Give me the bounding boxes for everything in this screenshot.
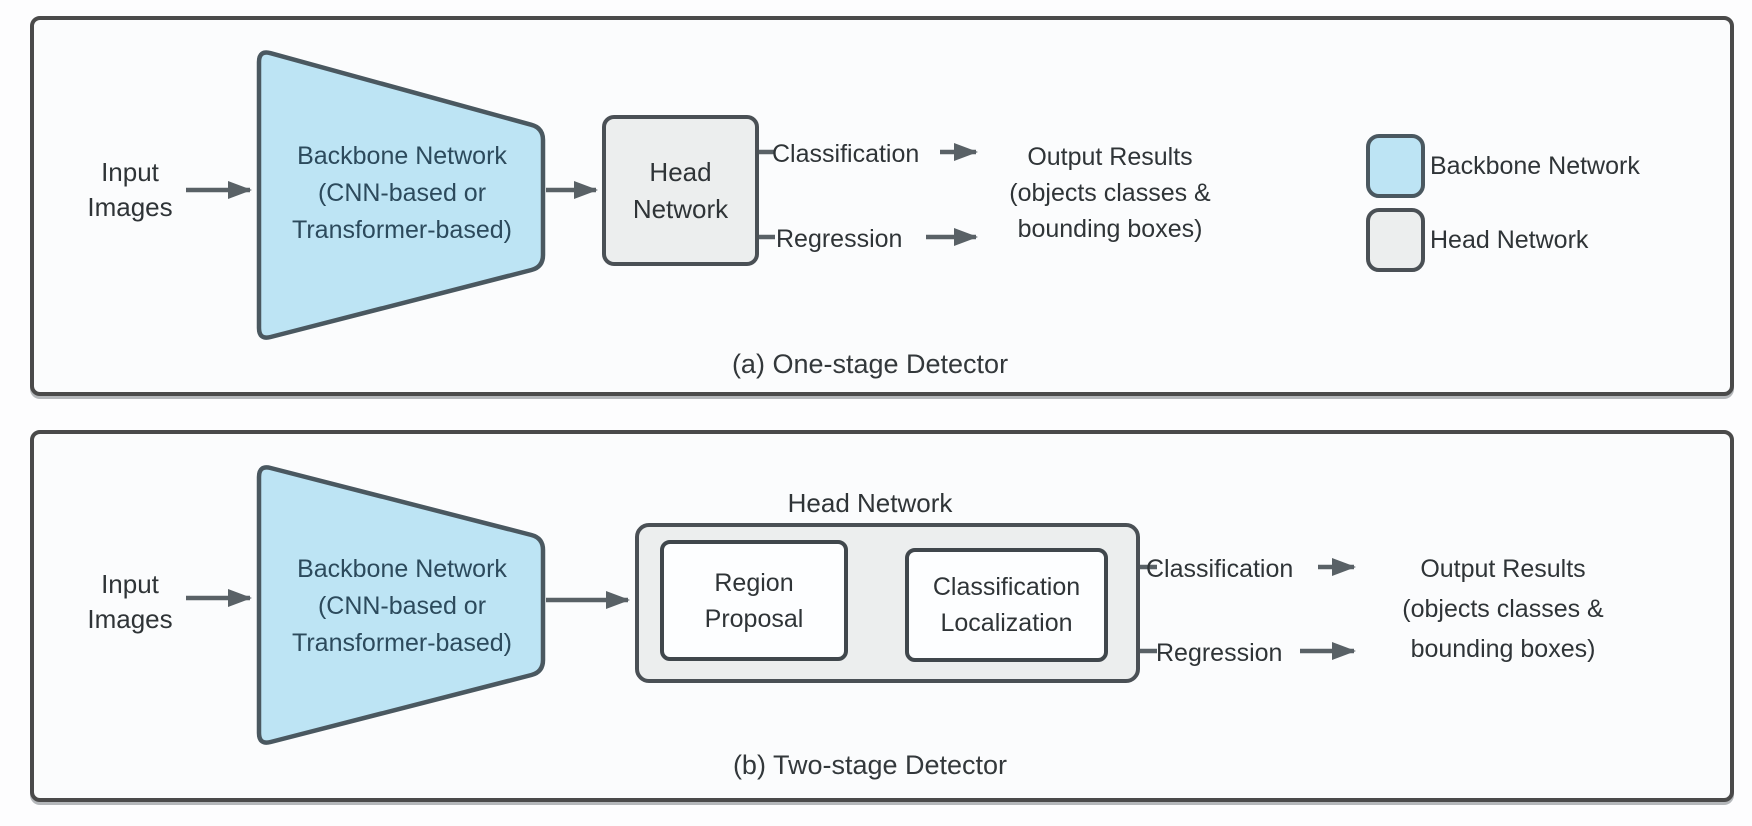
text-line: Output Results bbox=[1027, 143, 1193, 171]
text-line: Transformer-based) bbox=[292, 216, 512, 244]
text-line: Proposal bbox=[704, 604, 804, 633]
text-line: (CNN-based or bbox=[317, 179, 487, 207]
head-network-box-a: Head Network bbox=[602, 115, 759, 266]
backbone-trapezoid-b bbox=[256, 465, 546, 745]
regression-output-label-b: Regression bbox=[1156, 639, 1283, 667]
classification-output-label-b: Classification bbox=[1146, 555, 1294, 583]
output-results-label-b: Output Results (objects classes & boundi… bbox=[1392, 549, 1614, 669]
region-proposal-box: Region Proposal bbox=[660, 540, 848, 661]
input-images-label-b: Input Images bbox=[58, 567, 202, 637]
legend-item-backbone: Backbone Network bbox=[1366, 134, 1640, 198]
legend-item-head: Head Network bbox=[1366, 208, 1640, 272]
classification-localization-box: Classification Localization bbox=[905, 548, 1108, 662]
text-line: Input bbox=[101, 569, 159, 599]
legend: Backbone Network Head Network bbox=[1366, 134, 1640, 272]
backbone-network-label-b: Backbone Network (CNN-based or Transform… bbox=[268, 551, 536, 662]
input-images-label-a: Input Images bbox=[58, 155, 202, 225]
classification-output-label-a: Classification bbox=[772, 140, 920, 168]
text-line: Transformer-based) bbox=[292, 629, 512, 657]
text-line: Images bbox=[87, 192, 173, 222]
head-network-title-b: Head Network bbox=[787, 488, 953, 518]
backbone-swatch-icon bbox=[1366, 134, 1425, 198]
text-line: Region bbox=[714, 568, 794, 597]
caption-two-stage: (b) Two-stage Detector bbox=[732, 750, 1008, 780]
text-line: bounding boxes) bbox=[1017, 215, 1203, 243]
head-swatch-icon bbox=[1366, 208, 1425, 272]
regression-output-label-a: Regression bbox=[776, 225, 903, 253]
text-line: Head bbox=[649, 156, 712, 187]
text-line: Classification bbox=[932, 573, 1081, 601]
backbone-network-label-a: Backbone Network (CNN-based or Transform… bbox=[268, 138, 536, 249]
backbone-trapezoid-a bbox=[256, 50, 546, 340]
text-line: Network bbox=[632, 193, 729, 224]
text-line: Input bbox=[101, 157, 159, 187]
text-line: (objects classes & bbox=[1402, 595, 1604, 623]
text-line: Backbone Network bbox=[297, 555, 507, 583]
legend-label: Head Network bbox=[1430, 225, 1589, 254]
legend-label: Backbone Network bbox=[1430, 151, 1640, 180]
text-line: Localization bbox=[940, 609, 1073, 637]
text-line: Backbone Network bbox=[297, 142, 507, 170]
caption-one-stage: (a) One-stage Detector bbox=[731, 349, 1009, 379]
text-line: Output Results bbox=[1420, 555, 1586, 583]
text-line: Images bbox=[87, 604, 173, 634]
output-results-label-a: Output Results (objects classes & boundi… bbox=[1000, 139, 1220, 247]
text-line: (CNN-based or bbox=[317, 592, 487, 620]
text-line: bounding boxes) bbox=[1410, 635, 1596, 663]
text-line: (objects classes & bbox=[1009, 179, 1211, 207]
